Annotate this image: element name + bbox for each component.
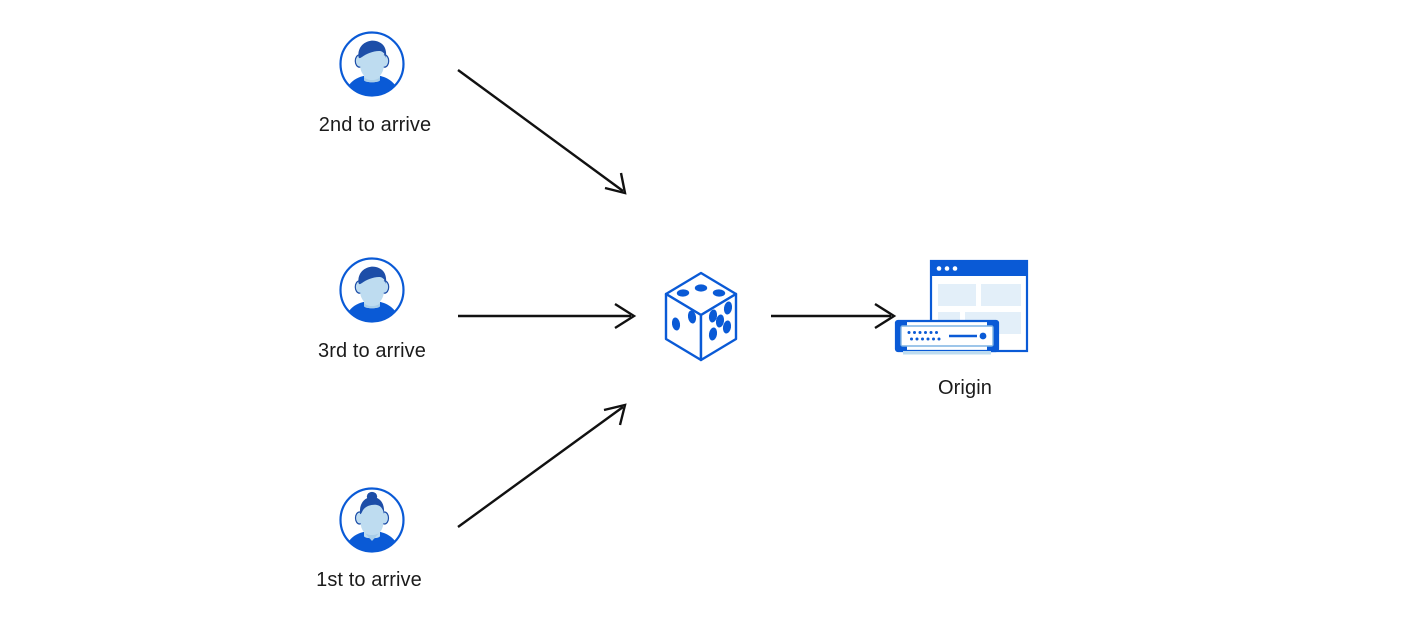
user-avatar-icon <box>339 31 405 97</box>
arrow-client-bottom-to-dice <box>457 403 627 528</box>
server-device <box>894 319 1000 355</box>
client-node-bottom[interactable] <box>338 486 406 559</box>
user-avatar-female-icon <box>339 487 405 553</box>
client-middle-label: 3rd to arrive <box>317 340 426 362</box>
client-bottom-label: 1st to arrive <box>316 569 422 591</box>
origin-label: Origin <box>938 377 992 399</box>
dice-icon <box>664 271 738 362</box>
user-avatar-icon <box>339 257 405 323</box>
client-node-middle[interactable] <box>338 256 406 329</box>
randomizer-node[interactable] <box>661 268 741 371</box>
client-node-top[interactable] <box>338 30 406 103</box>
arrow-dice-to-origin <box>771 302 897 330</box>
arrow-client-middle-to-dice <box>458 302 637 330</box>
origin-server-icon <box>894 259 1029 355</box>
origin-node[interactable] <box>893 258 1033 368</box>
client-top-label: 2nd to arrive <box>318 114 432 136</box>
